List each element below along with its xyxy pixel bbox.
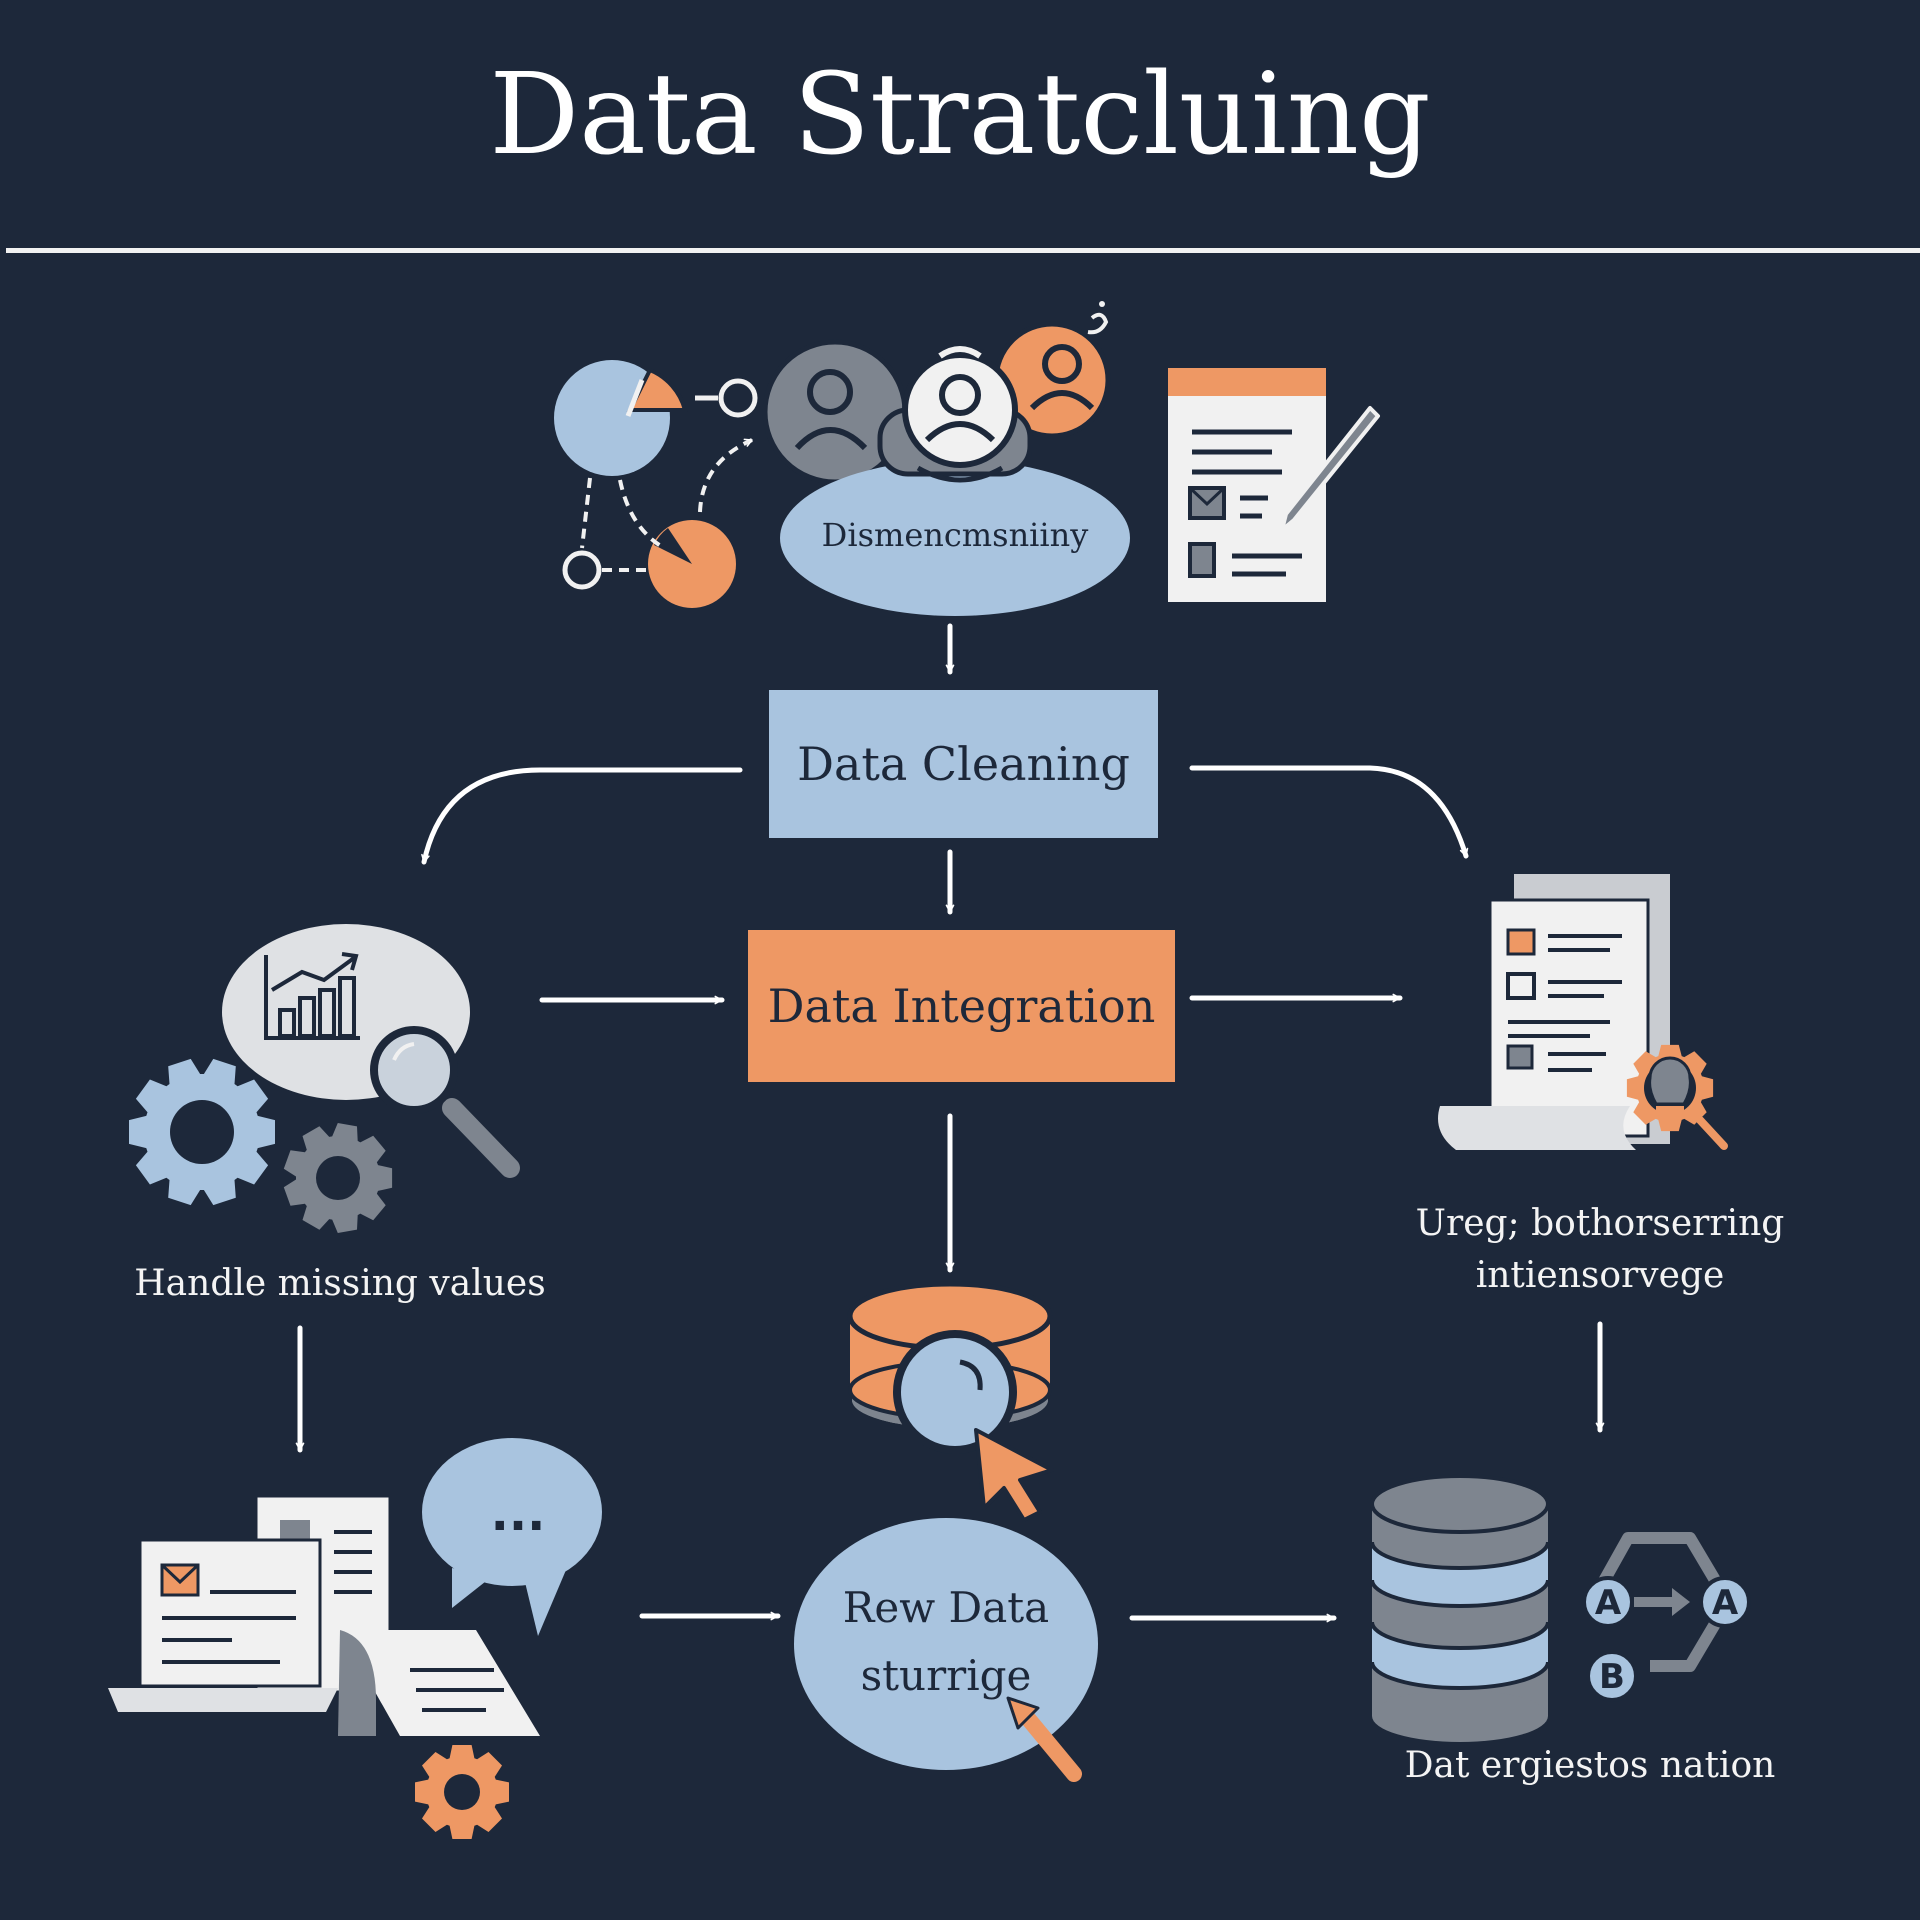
letter-a: A [1595, 1583, 1622, 1623]
letter-a: A [1712, 1583, 1739, 1623]
database-search-icon [847, 1281, 1054, 1522]
arrow-cleaning-left [421, 767, 743, 865]
source-label: Dismencmsniiny [821, 516, 1089, 554]
pointer-icon [1006, 1696, 1082, 1782]
user-group-icon [762, 301, 1111, 485]
data-cleaning-box [769, 690, 1158, 838]
gear-icon [283, 1123, 393, 1233]
analytics-magnifier-icon [222, 924, 520, 1178]
page-title: Data Stratcluing [489, 50, 1431, 180]
raw-data-storage-label-line1: Rew Data [842, 1583, 1050, 1632]
title-divider [6, 248, 1920, 253]
data-integration-box [748, 930, 1175, 1082]
raw-data-storage-label: Rew Data sturrige [800, 1572, 1092, 1712]
database-stack-icon [1370, 1474, 1550, 1742]
right-caption: Ureg; bothorserring intiensorvege [1380, 1198, 1820, 1302]
data-cleaning-label: Data Cleaning [797, 737, 1130, 791]
right-caption-line2: intiensorvege [1475, 1255, 1725, 1296]
bottom-right-caption: Dat ergiestos nation [1404, 1745, 1776, 1786]
arrow-cleaning-right [1189, 765, 1469, 859]
right-caption-line1: Ureg; bothorserring [1415, 1203, 1785, 1244]
ellipsis-text: ... [491, 1486, 546, 1542]
letter-b: B [1599, 1657, 1625, 1697]
raw-data-storage-label-line2: sturrige [860, 1651, 1032, 1700]
document-edit-icon [1168, 368, 1380, 602]
documents-chat-icon: ... [108, 1438, 602, 1736]
person-icon [877, 346, 1033, 483]
pie-chart-network-icon [554, 360, 758, 608]
source-ellipse [780, 460, 1130, 616]
gear-icon [129, 1058, 275, 1206]
handle-missing-values-caption: Handle missing values [134, 1263, 546, 1304]
lightbulb-gear-icon [1626, 1044, 1714, 1132]
gear-icon [415, 1745, 509, 1839]
data-integration-label: Data Integration [767, 979, 1156, 1033]
ab-flow-icon: A A B [1582, 1532, 1751, 1702]
